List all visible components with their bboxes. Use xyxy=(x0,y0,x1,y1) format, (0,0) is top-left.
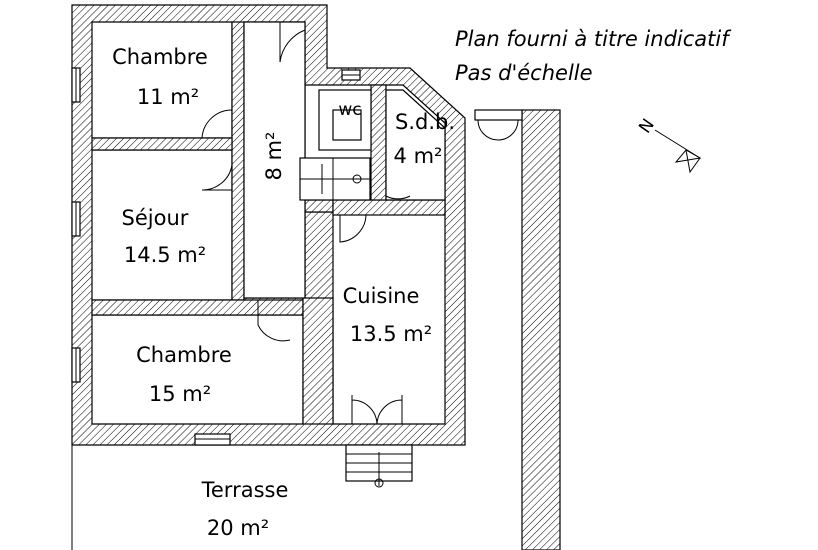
chambre-2-name: Chambre xyxy=(136,343,232,367)
corridor-area-label: 8 m² xyxy=(262,132,286,181)
windows xyxy=(71,67,361,446)
sdb-name: S.d.b. xyxy=(395,110,455,134)
sejour-area: 14.5 m² xyxy=(124,243,206,267)
wc-toilet-bowl xyxy=(332,109,362,141)
sdb-area: 4 m² xyxy=(394,144,443,168)
chambre-2-area: 15 m² xyxy=(149,382,211,406)
wc-label: wc xyxy=(338,100,361,120)
doors xyxy=(201,22,411,425)
entry-steps xyxy=(345,444,413,488)
terrasse-name: Terrasse xyxy=(201,478,289,502)
note-line-2: Pas d'échelle xyxy=(455,61,593,85)
sejour-name: Séjour xyxy=(122,206,189,230)
cuisine-name: Cuisine xyxy=(343,284,420,308)
terrasse-area: 20 m² xyxy=(207,516,269,540)
interior-walls xyxy=(91,21,446,425)
chambre-1-name: Chambre xyxy=(112,45,208,69)
terrasse-side-wall xyxy=(521,109,561,550)
chambre-1-area: 11 m² xyxy=(137,85,199,109)
cuisine-area: 13.5 m² xyxy=(350,322,432,346)
note-line-1: Plan fourni à titre indicatif xyxy=(455,27,732,51)
corridor-area xyxy=(243,21,306,299)
north-label: N xyxy=(635,115,659,137)
north-arrow: N xyxy=(635,115,702,174)
